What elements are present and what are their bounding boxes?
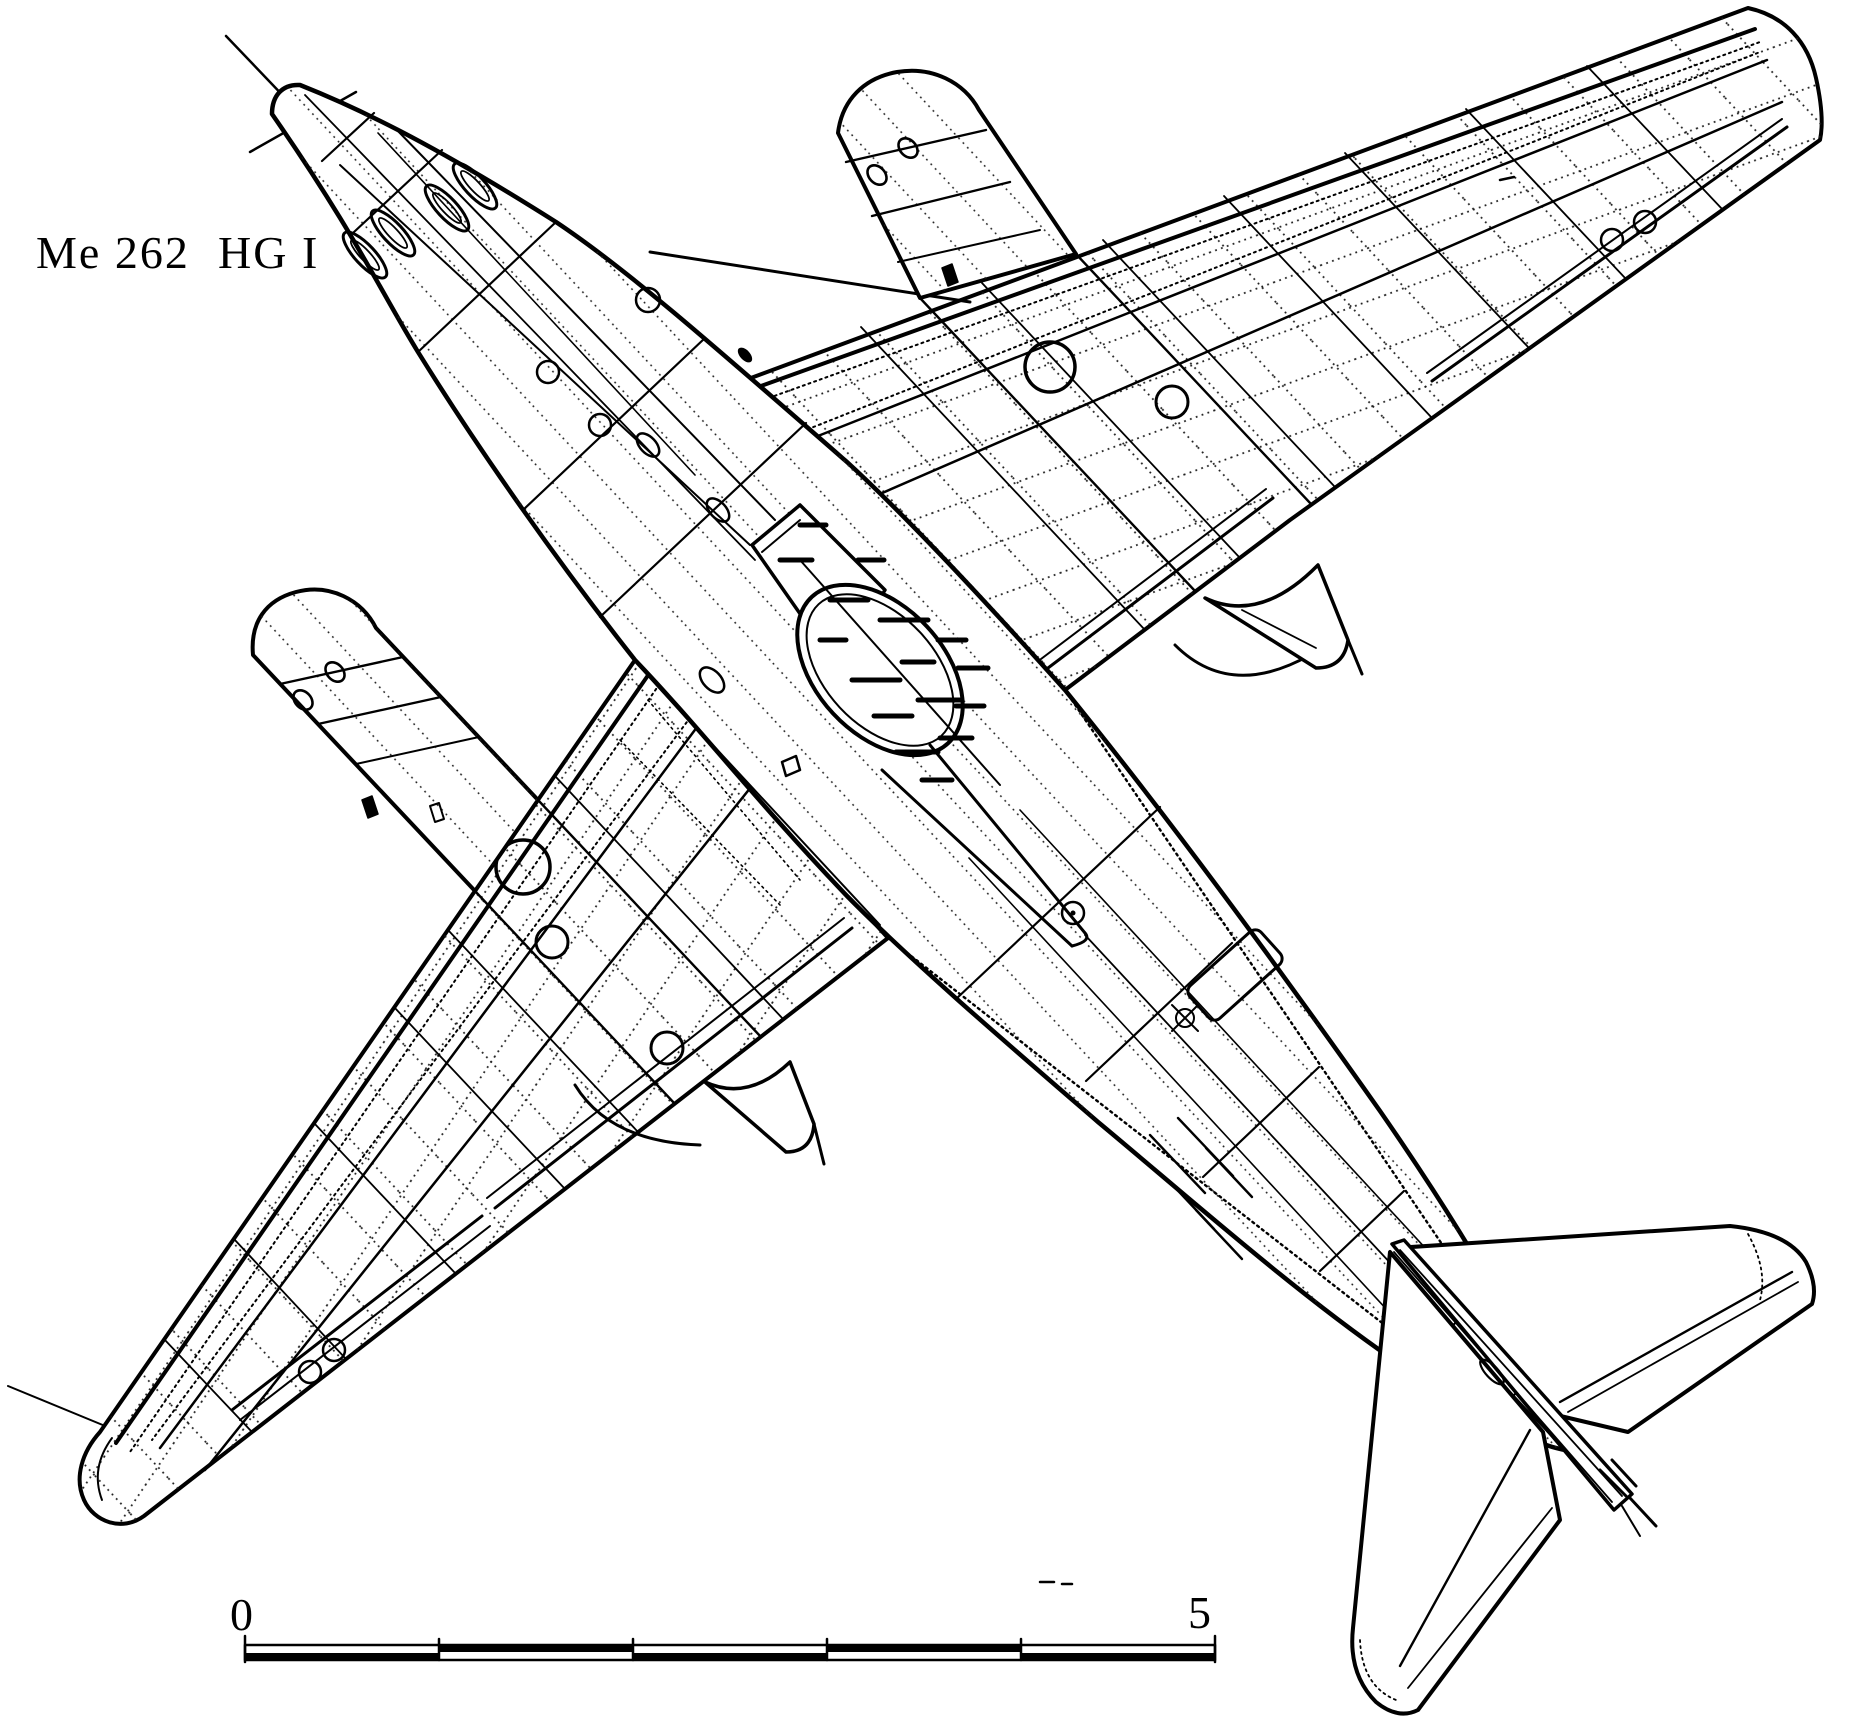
right-wing: [648, 6, 1824, 692]
left-wing: [77, 658, 890, 1526]
right-exhaust-cone: [1203, 563, 1350, 670]
cockpit-canopy: [750, 503, 1089, 948]
scale-zero-label: 0: [230, 1589, 253, 1640]
fuselage-frames: [320, 111, 1531, 1411]
stray-marks: [1038, 175, 1516, 1586]
title-model-label: Me 262: [36, 227, 190, 278]
right-stabilizer: [1394, 1224, 1816, 1434]
title-variant-label: HG I: [218, 227, 319, 278]
left-engine-nacelle: [250, 587, 826, 1166]
scale-five-label: 5: [1188, 1587, 1211, 1638]
canopy-glass-hatching: [777, 522, 991, 783]
tail-assembly: [1350, 1224, 1816, 1716]
left-stabilizer: [1350, 1250, 1562, 1716]
scale-bar: [243, 1634, 1217, 1664]
right-engine-nacelle: [836, 68, 1364, 676]
datum-cross: [1171, 1004, 1199, 1032]
gun-ports: [341, 161, 499, 280]
left-exhaust-cone: [703, 1060, 816, 1154]
